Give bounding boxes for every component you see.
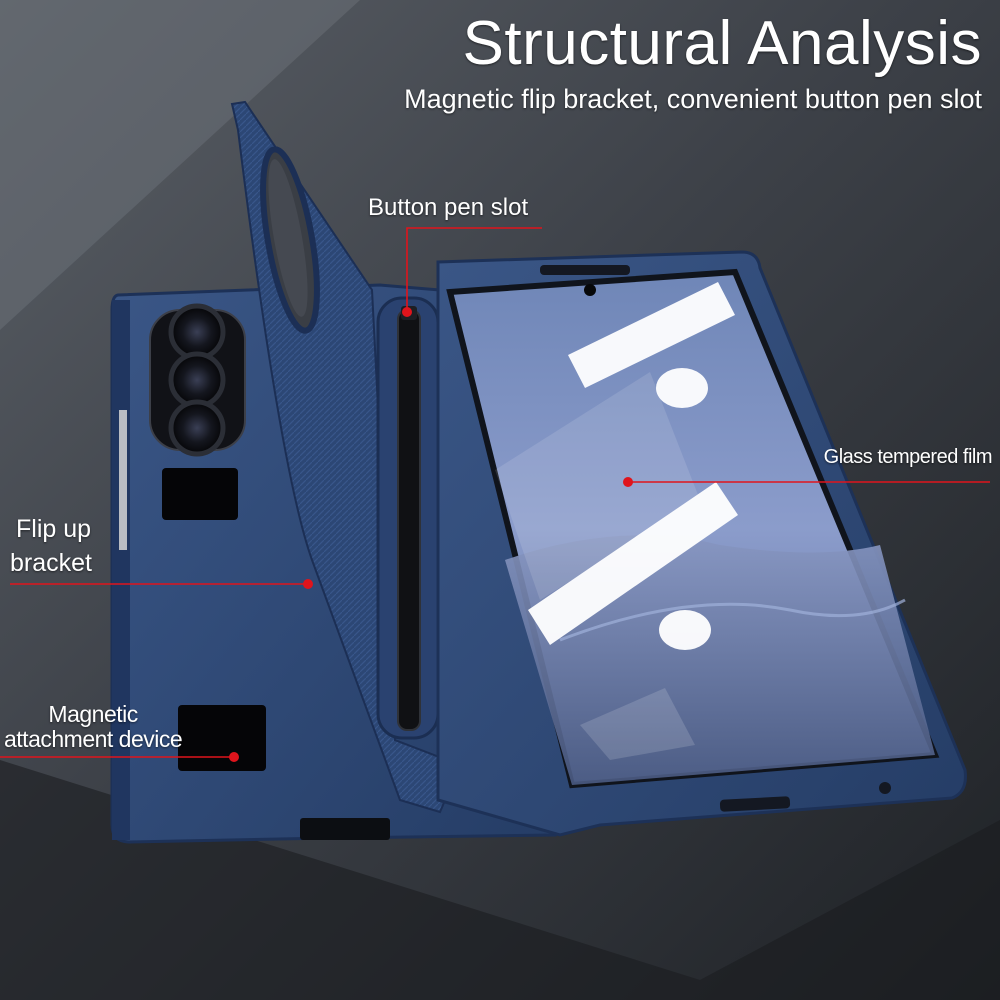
front-camera-hole (584, 284, 596, 296)
callout-lines (0, 227, 990, 758)
callout-label-magnetic: Magnetic attachment device (4, 701, 183, 752)
camera-lens-2 (168, 351, 226, 409)
magnet-cutout (178, 705, 266, 771)
callout-label-magnetic-line2: attachment device (4, 726, 183, 752)
bottom-port-right (719, 796, 791, 812)
case-side-rim (112, 300, 130, 840)
wallpaper-dot-2 (659, 610, 711, 650)
callout-label-magnetic-line1: Magnetic (48, 701, 138, 727)
headphone-hole (879, 782, 891, 794)
callout-label-pen-slot: Button pen slot (368, 194, 529, 221)
background-light-wedge (0, 0, 360, 330)
screen-dune-ridge (559, 598, 906, 642)
bracket-ring-bg (268, 159, 308, 317)
wallpaper-dot-1 (656, 368, 708, 408)
callout-dot-flip (303, 579, 313, 589)
callout-label-glass-film: Glass tempered film (823, 446, 993, 468)
background-shadow (0, 760, 1000, 1000)
camera-lens-1 (168, 303, 226, 361)
flash-cutout (162, 468, 238, 520)
page-title: Structural Analysis (462, 9, 982, 78)
speaker-grill (540, 265, 630, 275)
callout-dot-glass (623, 477, 633, 487)
callout-label-flip-line2: bracket (10, 549, 92, 577)
wallpaper-glass-reflection (495, 372, 700, 600)
hinge-metal (119, 410, 127, 550)
callout-label-flip-bracket: Flip up bracket (10, 512, 92, 580)
page-subtitle: Magnetic flip bracket, convenient button… (404, 84, 982, 114)
callout-dot-pen (402, 307, 412, 317)
callout-line-pen (406, 227, 542, 312)
stylus-pen (397, 309, 421, 731)
wallpaper-stripe-1 (568, 282, 735, 388)
callout-dot-magnet (229, 752, 239, 762)
wallpaper-stripe-2 (528, 482, 738, 645)
bottom-port (300, 818, 390, 840)
wallpaper-glass-reflection-2 (580, 688, 695, 760)
callout-dots (229, 307, 633, 762)
callout-label-flip-line1: Flip up (16, 515, 92, 543)
camera-lens-3 (168, 399, 226, 457)
